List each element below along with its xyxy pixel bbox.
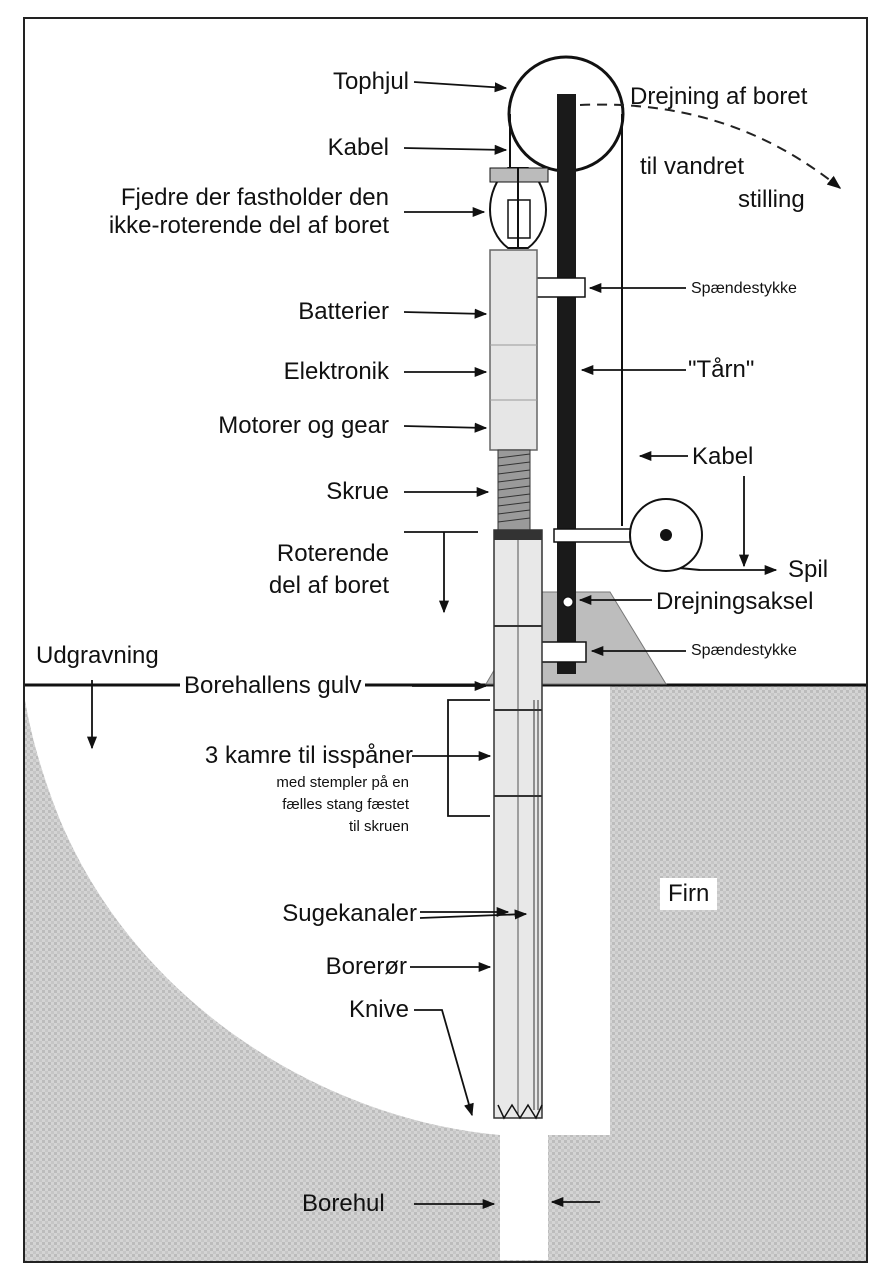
label-motorer: Motorer og gear (218, 412, 389, 439)
label-drejningsaksel: Drejningsaksel (656, 588, 814, 615)
label-borehul: Borehul (302, 1190, 385, 1217)
label-kamre-sub-3: til skruen (348, 818, 409, 835)
label-drejning-2: til vandret (640, 153, 745, 180)
screw-threads (497, 453, 531, 523)
label-tophjul: Tophjul (332, 68, 409, 95)
label-batterier: Batterier (298, 298, 389, 325)
clamp-upper (533, 277, 586, 298)
label-knive: Knive (348, 996, 409, 1023)
label-arrows (86, 81, 778, 1210)
barrel-top (494, 530, 542, 540)
label-fjedre-2: ikke-roterende del af boret (108, 212, 389, 239)
winch-arm (553, 528, 635, 543)
label-firn: Firn (660, 878, 718, 910)
pivot (562, 596, 574, 608)
rotation-arc (579, 103, 842, 189)
label-spaendestykke-bottom: Spændestykke (691, 642, 797, 659)
label-skrue: Skrue (326, 478, 389, 505)
electronics-column (489, 249, 538, 451)
screw (497, 449, 531, 531)
label-elektronik: Elektronik (283, 358, 389, 385)
label-spaendestykke-top: Spændestykke (691, 280, 797, 297)
label-roterende-1: Roterende (276, 540, 389, 567)
label-fjedre-1: Fjedre der fastholder den (120, 184, 389, 211)
label-roterende-2: del af boret (268, 572, 389, 599)
winch-hub (660, 529, 672, 541)
label-kamre-sub-2: fælles stang fæstet (282, 796, 409, 813)
label-spil: Spil (788, 556, 829, 583)
cutters (497, 1103, 543, 1120)
label-kabel-right: Kabel (692, 443, 754, 470)
label-drejning-3: stilling (738, 186, 805, 213)
label-borehallens-gulv: Borehallens gulv (180, 672, 366, 700)
label-kabel-top: Kabel (327, 134, 389, 161)
label-udgravning: Udgravning (36, 642, 159, 669)
label-sugekanaler: Sugekanaler (282, 900, 417, 927)
clamp-lower (537, 641, 587, 663)
label-drejning-1: Drejning af boret (630, 83, 808, 110)
label-kamre-sub-1: med stempler på en (276, 774, 409, 791)
label-kamre: 3 kamre til isspåner (204, 742, 413, 769)
tower (557, 94, 576, 674)
excavation (25, 686, 610, 1260)
label-borerør: Borerør (325, 953, 407, 980)
label-taarn: "Tårn" (688, 356, 755, 383)
